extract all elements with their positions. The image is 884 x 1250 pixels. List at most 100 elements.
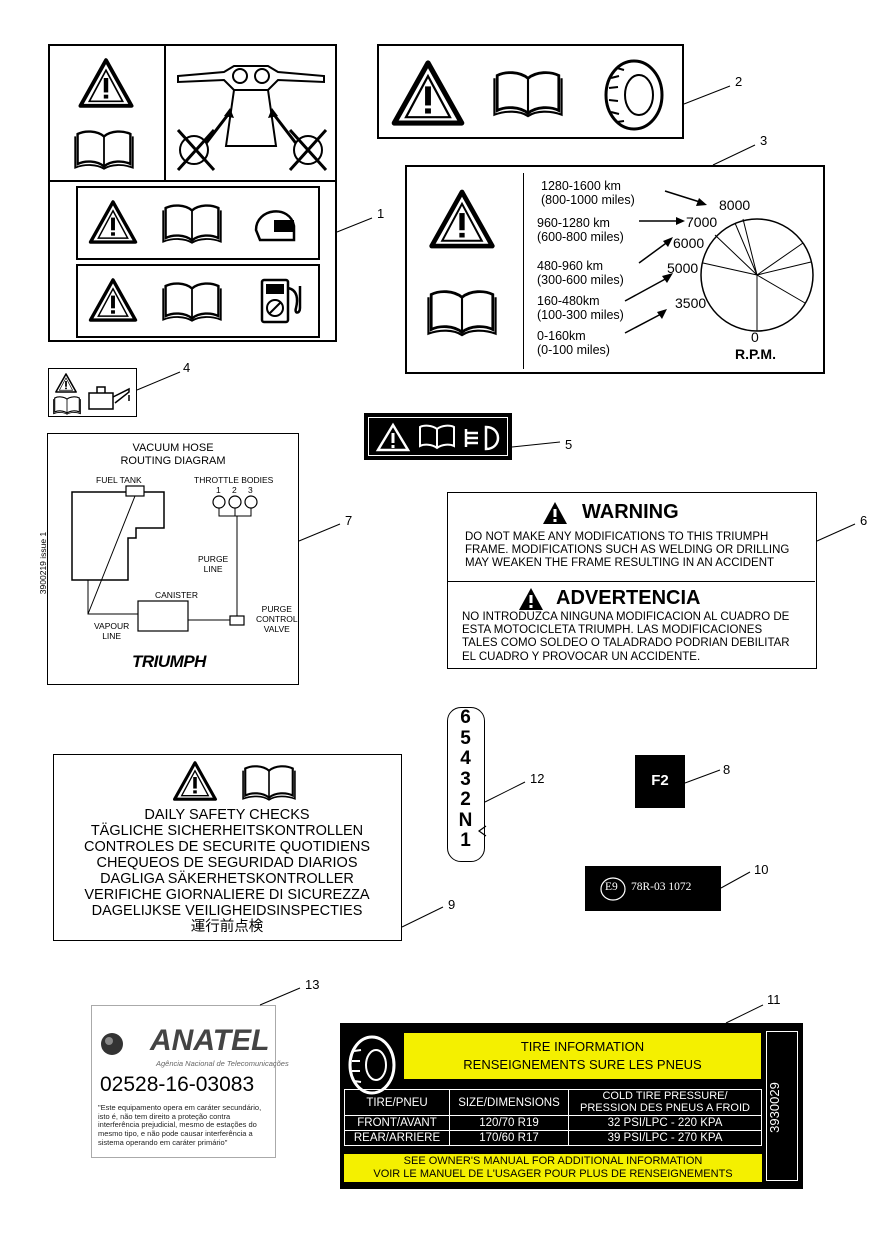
tire-icon <box>604 59 664 131</box>
mileage-band-4: 160-480km(100-300 miles) <box>537 294 624 323</box>
label-10-approval-mark: E9 78R-03 1072 <box>585 866 721 911</box>
manual-icon <box>242 763 296 801</box>
oil-can-icon <box>88 386 130 410</box>
rpm-axis-label: R.P.M. <box>735 346 776 362</box>
label-3-divider <box>523 173 524 369</box>
manual-icon <box>493 68 563 118</box>
gear-neutral: N <box>458 809 473 831</box>
callout-13: 13 <box>305 977 320 992</box>
label-1-fuel-row <box>76 264 320 338</box>
rpm-tick-3500: 3500 <box>675 295 707 311</box>
advertencia-text: NO INTRODUZCA NINGUNA MODIFICACION AL CU… <box>462 611 790 663</box>
fuel-tank-label: FUEL TANK <box>96 475 142 485</box>
callout-8: 8 <box>723 762 731 777</box>
warning-text: DO NOT MAKE ANY MODIFICATIONS TO THIS TR… <box>465 531 790 570</box>
mileage-band-1: 1280-1600 km(800-1000 miles) <box>541 179 635 208</box>
tire-label-part-code: 3930029 <box>766 1082 782 1133</box>
warning-icon <box>375 422 411 452</box>
indicator-pointer-icon <box>477 825 487 837</box>
callout-2: 2 <box>735 74 743 89</box>
advertencia-title: ADVERTENCIA <box>556 587 701 609</box>
callout-11: 11 <box>767 992 781 1007</box>
rpm-tick-8000: 8000 <box>719 197 751 213</box>
warning-icon <box>172 761 218 801</box>
diagram-part-code: 3900219 issue 1 <box>38 531 49 595</box>
approval-code: 78R-03 1072 <box>631 881 692 893</box>
fuel-pump-icon <box>260 278 302 324</box>
throttle-bodies-label: THROTTLE BODIES <box>194 475 274 485</box>
manual-icon <box>53 395 81 415</box>
tire-pressure-table: TIRE/PNEU SIZE/DIMENSIONS COLD TIRE PRES… <box>344 1088 762 1147</box>
warning-icon <box>519 588 543 610</box>
mileage-band-2: 960-1280 km(600-800 miles) <box>537 216 624 245</box>
gear-5: 5 <box>460 727 471 749</box>
callout-6: 6 <box>860 513 868 528</box>
callout-7: 7 <box>345 513 353 528</box>
label-12-gear-indicator: 6 5 4 3 2 N 1 <box>447 707 487 862</box>
label-1-helmet-row <box>76 186 320 260</box>
callout-12: 12 <box>530 771 545 786</box>
throttle-number-2: 2 <box>232 485 237 495</box>
table-row: REAR/ARRIERE 170/60 R17 39 PSI/LPC - 270… <box>344 1130 762 1147</box>
canister-label: CANISTER <box>155 590 198 600</box>
rpm-tick-7000: 7000 <box>686 214 718 230</box>
hose-routing-drawing <box>71 485 258 632</box>
triumph-logo: TRIUMPH <box>132 652 206 671</box>
manual-icon <box>162 202 222 244</box>
table-header-pressure: COLD TIRE PRESSURE/ PRESSION DES PNEUS A… <box>568 1088 762 1117</box>
table-header-tire: TIRE/PNEU <box>344 1088 450 1117</box>
warning-icon <box>55 373 77 393</box>
label-5-headlight-warning <box>364 413 512 460</box>
warning-icon <box>88 200 138 244</box>
warning-title: WARNING <box>582 501 679 523</box>
callout-5: 5 <box>565 437 573 452</box>
rpm-tick-5000: 5000 <box>667 260 699 276</box>
callout-9: 9 <box>448 897 456 912</box>
anatel-logo: ANATEL <box>150 1024 270 1057</box>
gear-6: 6 <box>460 707 471 728</box>
table-row: FRONT/AVANT 120/70 R19 32 PSI/LPC - 220 … <box>344 1115 762 1132</box>
callout-10: 10 <box>754 862 769 877</box>
throttle-number-1: 1 <box>216 485 221 495</box>
headlight-icon <box>464 425 500 451</box>
label-13-anatel-certificate: ANATEL Agência Nacional de Telecomunicaç… <box>91 1005 289 1158</box>
table-header-size: SIZE/DIMENSIONS <box>449 1088 569 1117</box>
gear-1: 1 <box>460 830 471 851</box>
label-1-handlebar-illustration <box>164 46 337 182</box>
callout-3: 3 <box>760 133 768 148</box>
warning-icon <box>88 278 138 322</box>
callout-1: 1 <box>377 206 385 221</box>
mileage-band-3: 480-960 km(300-600 miles) <box>537 259 624 288</box>
approval-circle-icon <box>600 877 626 901</box>
label-3-running-in-chart: 1280-1600 km(800-1000 miles) 960-1280 km… <box>405 165 825 374</box>
mileage-band-5: 0-160km(0-100 miles) <box>537 329 610 358</box>
rpm-tick-0: 0 <box>751 329 759 345</box>
rpm-dial <box>624 190 814 334</box>
anatel-agency: Agência Nacional de Telecomunicações <box>156 1059 289 1068</box>
warning-icon <box>391 60 465 126</box>
label-8-fuse-tag: F2 <box>635 755 685 808</box>
tire-info-footer: SEE OWNER'S MANUAL FOR ADDITIONAL INFORM… <box>344 1154 762 1182</box>
tire-info-side-panel: 3930029 <box>766 1031 798 1181</box>
gear-3: 3 <box>460 768 471 790</box>
fuse-code: F2 <box>651 772 669 789</box>
gear-4: 4 <box>460 748 471 769</box>
table-header-row: TIRE/PNEU SIZE/DIMENSIONS COLD TIRE PRES… <box>344 1088 762 1117</box>
throttle-number-3: 3 <box>248 485 253 495</box>
manual-icon <box>419 424 455 450</box>
gear-2: 2 <box>460 789 471 810</box>
manual-icon <box>74 128 134 170</box>
rpm-tick-6000: 6000 <box>673 235 705 251</box>
label-2-tire-warning <box>377 44 684 139</box>
anatel-number: 02528-16-03083 <box>100 1073 255 1096</box>
label-1-warning-panel <box>48 44 337 342</box>
label-4-oil-warning <box>48 368 137 417</box>
warning-icon <box>78 58 134 108</box>
